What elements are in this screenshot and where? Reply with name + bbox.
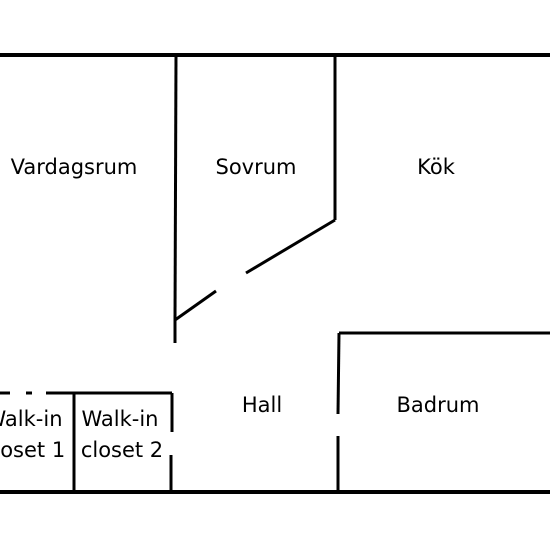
room-label-walk-in-closet-1-line1: Walk-in [0, 407, 63, 431]
room-label-kok: Kök [417, 155, 456, 179]
wall-sovrum-diagonal-right [245, 218, 336, 275]
room-label-walk-in-closet-2-line2: closet 2 [81, 438, 163, 462]
wall-sovrum-left [173, 54, 178, 321]
wall-badrum-left-upper [336, 332, 341, 415]
room-label-hall: Hall [242, 393, 282, 417]
room-label-badrum: Badrum [396, 393, 479, 417]
room-label-walk-in-closet-1-line2: closet 1 [0, 438, 65, 462]
room-label-sovrum: Sovrum [215, 155, 296, 179]
wall-sovrum-diagonal-left [174, 289, 217, 322]
room-label-vardagsrum: Vardagsrum [11, 155, 138, 179]
room-label-walk-in-closet-2-line1: Walk-in [81, 407, 158, 431]
